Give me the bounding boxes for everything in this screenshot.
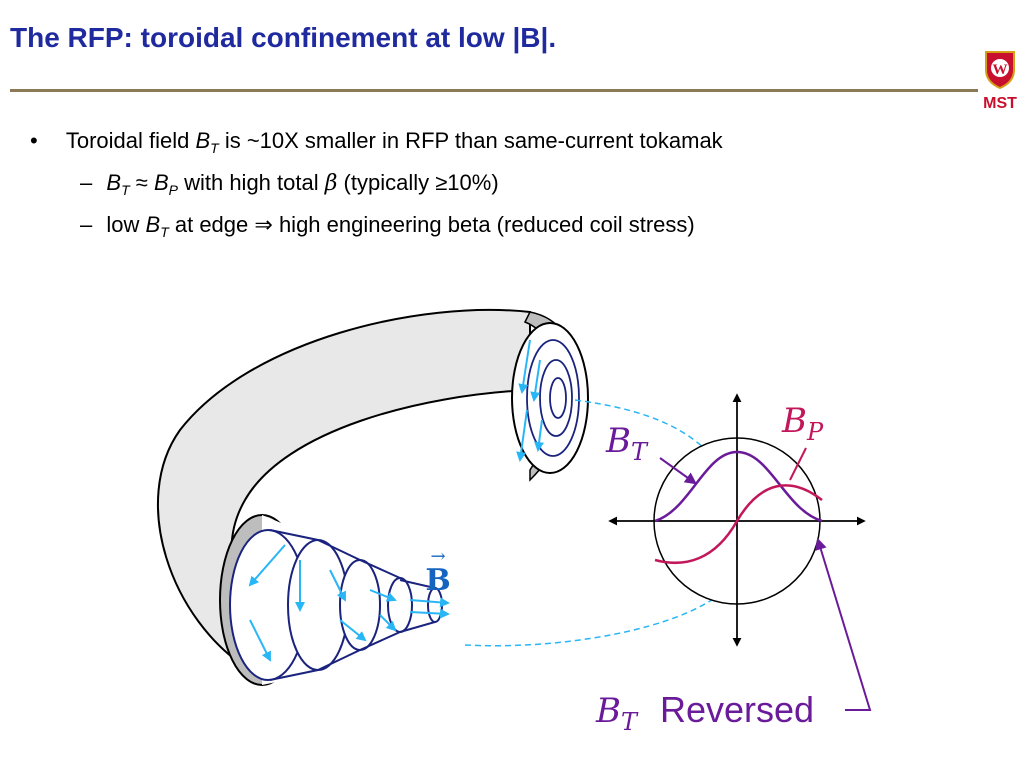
bullet-3: – low BT at edge ⇒ high engineering beta… [80, 212, 695, 240]
bullet-1-var: B [195, 128, 211, 153]
label-bt: BT [605, 421, 649, 466]
reversed-text: Reversed [660, 689, 814, 730]
bullet-symbol: • [30, 128, 38, 153]
bullet-3-post2: high engineering beta (reduced coil stre… [272, 212, 695, 237]
bullet-3-var: B [145, 212, 161, 237]
bullet-1-post: is ~10X smaller in RFP than same-current… [218, 128, 723, 153]
bullet-2-sub2: P [168, 182, 178, 198]
bullet-1-pre: Toroidal field [65, 128, 196, 153]
bullet-2-var1: B [106, 170, 122, 195]
reversed-pointer [815, 537, 872, 711]
bullet-2-post1: with high total [177, 170, 325, 195]
bullet-2: – BT ≈ BP with high total β (typically ≥… [80, 170, 499, 198]
dash-symbol: – [80, 170, 93, 195]
bt-pointer [659, 457, 697, 485]
bullet-3-pre: low [106, 212, 146, 237]
dash-symbol: – [80, 212, 93, 237]
bullet-3-sub: T [160, 224, 169, 240]
label-bt-reversed: BT [595, 691, 639, 736]
bt-curve [654, 450, 823, 523]
bullet-2-post2: (typically ≥10%) [337, 170, 499, 195]
logo-badge-letter: W [993, 62, 1008, 78]
bottom-cross-section [219, 514, 450, 686]
mst-logo: W MST [980, 48, 1020, 118]
profile-plot [608, 393, 866, 647]
bullet-3-post1: at edge [168, 212, 255, 237]
bullet-2-approx: ≈ [129, 170, 154, 195]
bullet-1: • Toroidal field BT is ~10X smaller in R… [30, 128, 723, 156]
bullet-2-var2: B [153, 170, 169, 195]
page-title: The RFP: toroidal confinement at low |B|… [10, 22, 557, 53]
bp-curve [654, 484, 823, 564]
b-vector-arrow: → [430, 546, 445, 567]
logo-text: MST [983, 95, 1017, 112]
top-cross-section [511, 322, 589, 474]
bullet-1-sub: T [210, 140, 219, 156]
dashed-connector-bottom [464, 589, 726, 647]
beta-symbol: β [324, 171, 338, 196]
label-bp: BP [781, 401, 824, 446]
bp-pointer [789, 447, 807, 481]
implies-arrow: ⇒ [254, 212, 273, 237]
bullet-2-sub1: T [121, 182, 130, 198]
b-vector-label: B [425, 563, 450, 598]
title-divider [10, 89, 978, 92]
